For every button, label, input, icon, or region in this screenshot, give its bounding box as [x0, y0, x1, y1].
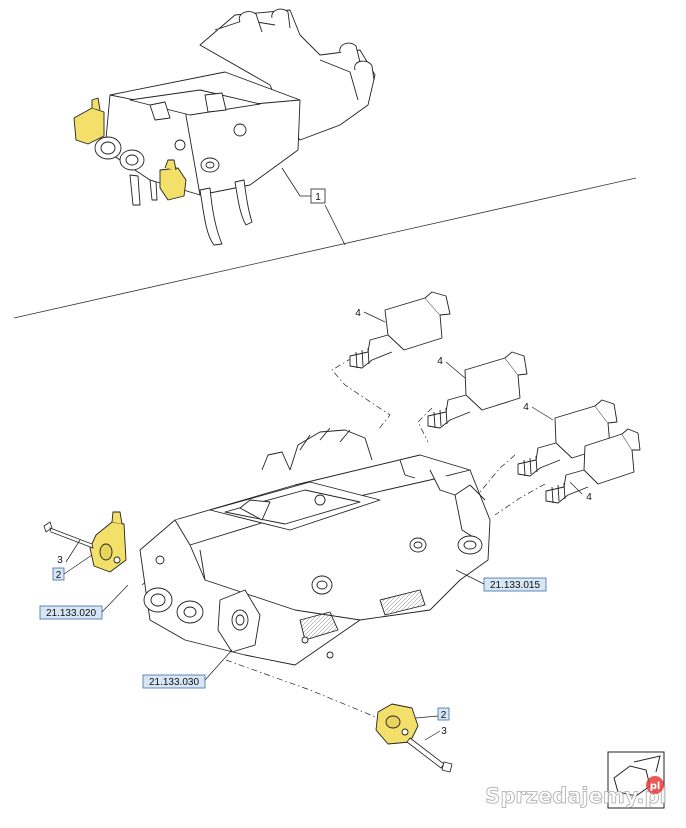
callout-4a-leader [363, 311, 386, 323]
callout-4d-label: 4 [586, 492, 592, 503]
callout-2-left-label: 2 [56, 570, 62, 581]
valve-housing-exploded [139, 427, 491, 666]
left-bolt [43, 521, 94, 549]
bottom-bolt [406, 737, 453, 773]
callout-3-left-leader [65, 539, 81, 563]
ref-box-right[interactable] [483, 577, 547, 592]
ref-left-label: 21.133.020 [46, 608, 96, 619]
cartridge-valve-4 [545, 428, 641, 504]
watermark-text: Sprzedajemy.pl [485, 784, 666, 808]
callout-4d-leader [569, 481, 583, 495]
left-solenoid-valve [89, 511, 127, 573]
callout-1-leader-2 [324, 204, 346, 246]
ref-bottom-label: 21.133.030 [149, 677, 199, 688]
callout-1-leader [281, 167, 312, 197]
callout-4b-label: 4 [437, 356, 443, 367]
ref-box-left[interactable] [39, 605, 103, 620]
ref-left-leader [101, 584, 129, 613]
callout-2-bottom-leader [415, 715, 439, 719]
callout-4b-leader [445, 361, 466, 379]
ref-bottom-leader [204, 649, 233, 681]
callout-3-left-label: 3 [57, 555, 63, 566]
ref-right-leader [455, 569, 485, 585]
top-assembly-illustration [94, 8, 376, 246]
cartridge-valve-2 [427, 351, 528, 429]
callout-3-bottom-leader [424, 730, 441, 741]
ref-right-label: 21.133.015 [490, 580, 540, 591]
callout-2-left-leader [63, 554, 93, 575]
bottom-solenoid-valve [375, 703, 419, 745]
section-divider [13, 177, 637, 319]
callout-2-bottom-box [437, 707, 450, 721]
svg-text:pl: pl [650, 781, 661, 792]
callout-1-box [310, 188, 326, 204]
callout-2-bottom-label: 2 [441, 710, 447, 721]
cartridge-valve-1 [349, 291, 451, 369]
watermark-logo-icon: pl [646, 776, 664, 794]
ref-box-bottom[interactable] [142, 674, 206, 689]
callout-3-bottom-label: 3 [441, 726, 447, 737]
callout-1-label: 1 [315, 192, 321, 203]
callout-4c-leader [531, 406, 554, 421]
callout-4c-label: 4 [523, 402, 529, 413]
callout-4a-label: 4 [355, 308, 361, 319]
top-solenoid-highlight [73, 97, 187, 201]
